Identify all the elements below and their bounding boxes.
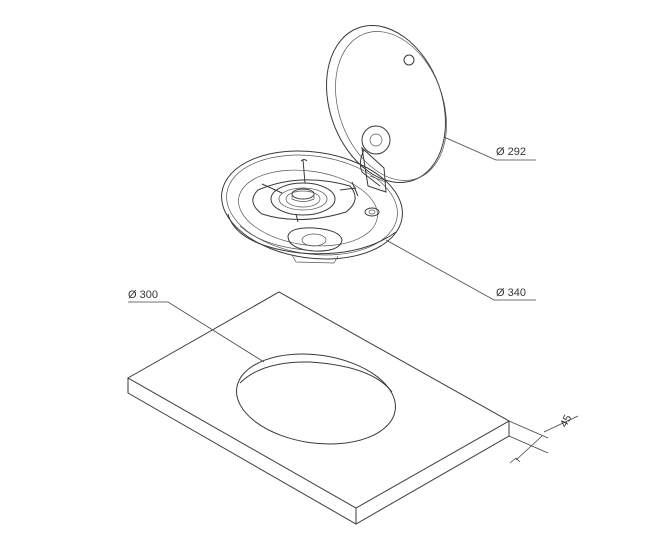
- ignition-knob: [364, 207, 380, 217]
- hob-unit: [221, 125, 403, 264]
- burner-cap: [291, 188, 315, 200]
- lid-handle-hole: [403, 54, 415, 66]
- burner-outer-ring: [270, 182, 336, 216]
- thickness-dimension: 45: [508, 413, 579, 464]
- cutout-diameter-label: Ø 300: [128, 289, 158, 301]
- glass-lid: [326, 25, 447, 183]
- lid-diameter-label: Ø 292: [496, 146, 526, 158]
- thickness-label: 45: [558, 413, 574, 429]
- rim-diameter-label: Ø 340: [496, 287, 526, 299]
- lid-hinge: [359, 125, 391, 193]
- worktop: [126, 291, 511, 525]
- cutout-hole: [236, 353, 396, 445]
